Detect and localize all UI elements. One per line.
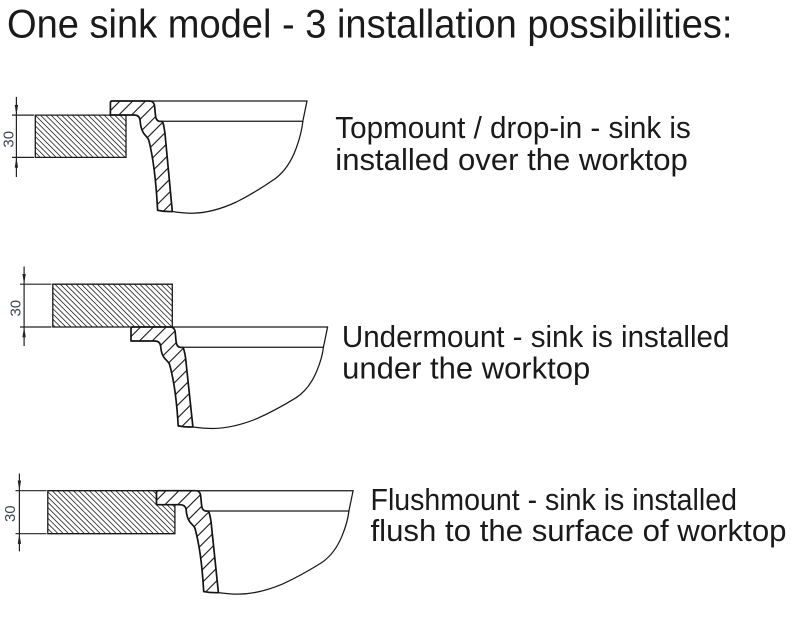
- svg-text:flush to the surface of workto: flush to the surface of worktop: [371, 514, 787, 548]
- svg-text:30: 30: [1, 131, 18, 148]
- svg-text:Topmount / drop-in - sink is: Topmount / drop-in - sink is: [335, 111, 691, 145]
- svg-text:Undermount - sink is installed: Undermount - sink is installed: [342, 320, 730, 354]
- svg-text:30: 30: [2, 505, 19, 522]
- svg-text:under the worktop: under the worktop: [342, 351, 590, 385]
- svg-text:One sink model - 3 installatio: One sink model - 3 installation possibil…: [7, 2, 733, 46]
- svg-text:Flushmount - sink is installed: Flushmount - sink is installed: [371, 483, 738, 517]
- svg-text:30: 30: [7, 300, 24, 317]
- svg-text:installed over the worktop: installed over the worktop: [335, 143, 687, 177]
